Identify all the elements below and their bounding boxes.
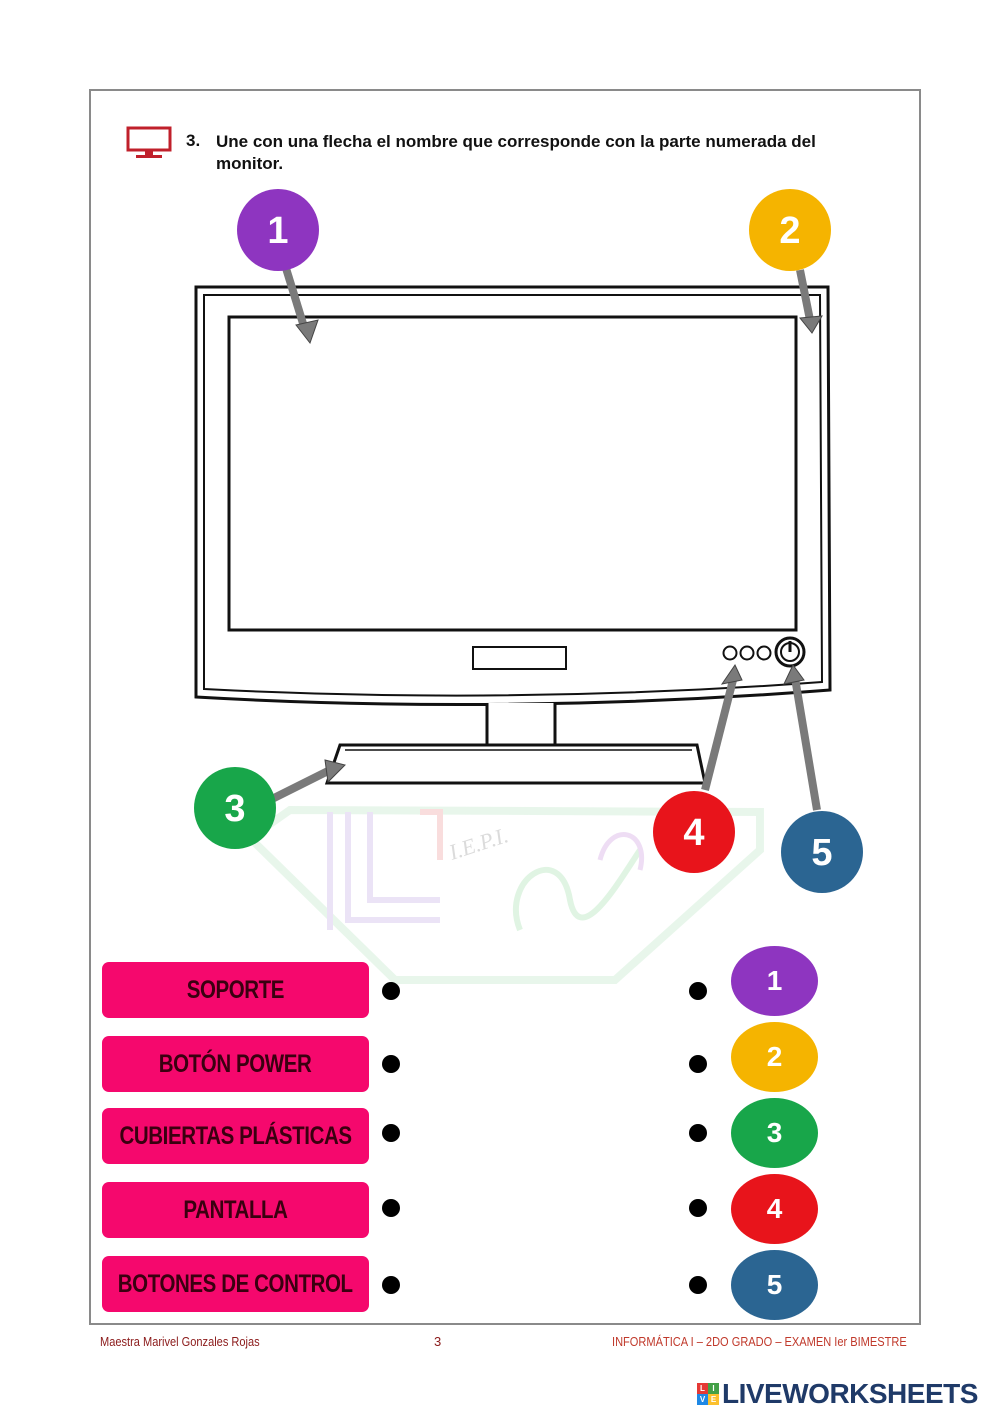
- diagram-marker-5: 5: [781, 811, 863, 893]
- control-button-icon: [739, 645, 755, 661]
- name-connector-dot[interactable]: [382, 1276, 400, 1294]
- marker-circle: [194, 767, 276, 849]
- diagram-marker-1: 1: [237, 189, 319, 271]
- name-box[interactable]: SOPORTE: [102, 962, 369, 1018]
- number-connector-dot[interactable]: [689, 1124, 707, 1142]
- marker-number: 1: [267, 210, 288, 252]
- number-connector-dot[interactable]: [689, 1199, 707, 1217]
- monitor-diagram: I.E.P.I. 1 2 3 4 5: [194, 189, 863, 984]
- name-label: CUBIERTAS PLÁSTICAS: [119, 1121, 352, 1150]
- footer-page-number: 3: [434, 1334, 442, 1349]
- footer-teacher: Maestra Marivel Gonzales Rojas: [100, 1334, 260, 1349]
- logo-letter: V: [697, 1394, 708, 1405]
- number-oval: 1: [731, 946, 818, 1016]
- control-button-icon: [756, 645, 772, 661]
- diagram-marker-2: 2: [749, 189, 831, 271]
- marker-number: 4: [683, 812, 704, 854]
- diagram-marker-3: 3: [194, 767, 276, 849]
- arrow-heads: [295, 315, 823, 784]
- name-label: SOPORTE: [186, 975, 285, 1004]
- number-connector-dot[interactable]: [689, 1055, 707, 1073]
- logo-letter: I: [708, 1383, 719, 1394]
- name-connector-dot[interactable]: [382, 982, 400, 1000]
- question-number: 3.: [186, 131, 201, 150]
- number-connector-dot[interactable]: [689, 1276, 707, 1294]
- monitor-screen: [227, 315, 798, 632]
- marker-number: 2: [779, 210, 800, 252]
- marker-circle: [749, 189, 831, 271]
- liveworksheets-brand[interactable]: L I V E LIVEWORKSHEETS: [697, 1378, 978, 1410]
- liveworksheets-logo-icon: L I V E: [697, 1383, 719, 1405]
- watermark-text: I.E.P.I.: [445, 822, 511, 865]
- marker-number: 5: [811, 832, 832, 874]
- name-box[interactable]: CUBIERTAS PLÁSTICAS: [102, 1108, 369, 1164]
- pointer-arrows: [268, 263, 821, 811]
- brand-name: LIVEWORKSHEETS: [722, 1378, 978, 1409]
- page-frame: [89, 89, 921, 1325]
- logo-letter: E: [708, 1394, 719, 1405]
- marker-circle: [653, 791, 735, 873]
- question-text: Une con una flecha el nombre que corresp…: [216, 132, 816, 173]
- marker-number: 3: [224, 788, 245, 830]
- number-oval: 3: [731, 1098, 818, 1168]
- brand-plate: [472, 646, 567, 670]
- name-connector-dot[interactable]: [382, 1055, 400, 1073]
- name-label: BOTONES DE CONTROL: [118, 1269, 353, 1298]
- monitor-icon: [126, 126, 172, 158]
- power-button-icon: [774, 636, 806, 668]
- marker-circle: [237, 189, 319, 271]
- name-label: PANTALLA: [183, 1195, 288, 1224]
- monitor-stand: [324, 703, 707, 785]
- number-connector-dot[interactable]: [689, 982, 707, 1000]
- name-label: BOTÓN POWER: [159, 1049, 312, 1078]
- name-connector-dot[interactable]: [382, 1199, 400, 1217]
- number-oval: 2: [731, 1022, 818, 1092]
- name-connector-dot[interactable]: [382, 1124, 400, 1142]
- diagram-marker-4: 4: [653, 791, 735, 873]
- marker-circle: [781, 811, 863, 893]
- name-box[interactable]: PANTALLA: [102, 1182, 369, 1238]
- control-button-icon: [722, 645, 738, 661]
- footer-course: INFORMÁTICA I – 2DO GRADO – EXAMEN Ier B…: [612, 1334, 907, 1349]
- logo-letter: L: [697, 1383, 708, 1394]
- name-box[interactable]: BOTONES DE CONTROL: [102, 1256, 369, 1312]
- monitor-body: [194, 285, 832, 707]
- number-oval: 4: [731, 1174, 818, 1244]
- name-box[interactable]: BOTÓN POWER: [102, 1036, 369, 1092]
- number-oval: 5: [731, 1250, 818, 1320]
